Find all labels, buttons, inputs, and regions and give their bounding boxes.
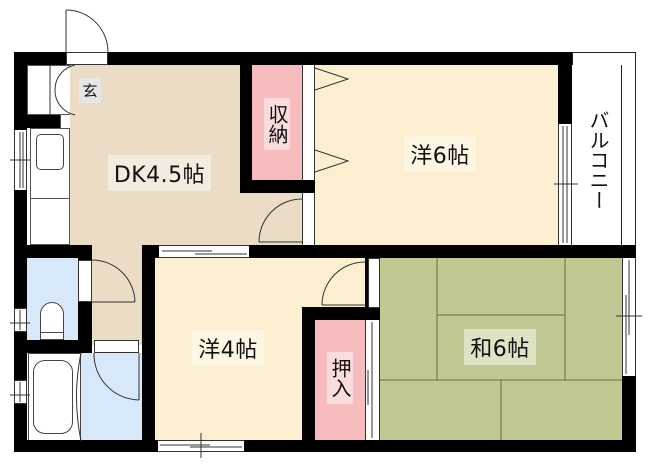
wall-right-upper bbox=[558, 52, 572, 124]
washroom-floor bbox=[80, 353, 142, 441]
closet-label: 収納 bbox=[256, 88, 298, 160]
washroom-door-opening[interactable] bbox=[94, 340, 139, 353]
western-4-text: 洋4帖 bbox=[192, 330, 264, 366]
western-6-text: 洋6帖 bbox=[404, 136, 476, 172]
kitchen-sink bbox=[36, 134, 64, 170]
wall-closet-bottom bbox=[240, 180, 315, 193]
western6-door-opening[interactable] bbox=[302, 193, 315, 245]
balcony-label: バルコニー bbox=[580, 85, 616, 235]
western-4-label: 洋4帖 bbox=[178, 326, 278, 370]
western4-door-opening[interactable] bbox=[368, 258, 380, 308]
entrance-door-opening[interactable] bbox=[66, 52, 108, 65]
dk-floor-right bbox=[240, 193, 302, 245]
oshiire-label: 押入 bbox=[318, 340, 362, 416]
closet-text: 収納 bbox=[264, 98, 290, 150]
oshiire-text: 押入 bbox=[327, 352, 353, 404]
wall-top bbox=[14, 52, 572, 65]
wall-closet-left bbox=[240, 65, 252, 193]
dk-text: DK4.5帖 bbox=[107, 155, 212, 191]
dk-label: DK4.5帖 bbox=[92, 150, 227, 196]
wall-wet-top bbox=[14, 245, 92, 258]
wall-oshiire-top bbox=[302, 307, 380, 320]
shoe-cabinet bbox=[27, 65, 75, 115]
balcony-text: バルコニー bbox=[585, 104, 611, 216]
japanese-6-text: 和6帖 bbox=[464, 329, 536, 365]
closet-sliding-door[interactable] bbox=[302, 65, 315, 180]
toilet-door-opening[interactable] bbox=[78, 260, 92, 302]
dk-corridor bbox=[92, 245, 142, 345]
kitchen-divider bbox=[30, 198, 70, 199]
bathtub-inner bbox=[33, 360, 73, 434]
japanese-6-label: 和6帖 bbox=[450, 325, 550, 369]
wall-oshiire-left bbox=[302, 307, 315, 452]
toilet-tank bbox=[40, 332, 64, 340]
wall-wet-mid bbox=[14, 340, 92, 353]
wall-genkan-bottom bbox=[14, 115, 60, 128]
wall-western4-left bbox=[142, 245, 155, 452]
genkan-text: 玄 bbox=[79, 77, 101, 103]
genkan-label: 玄 bbox=[75, 75, 105, 105]
wall-middle-horizontal bbox=[142, 245, 636, 258]
western-6-label: 洋6帖 bbox=[390, 132, 490, 176]
